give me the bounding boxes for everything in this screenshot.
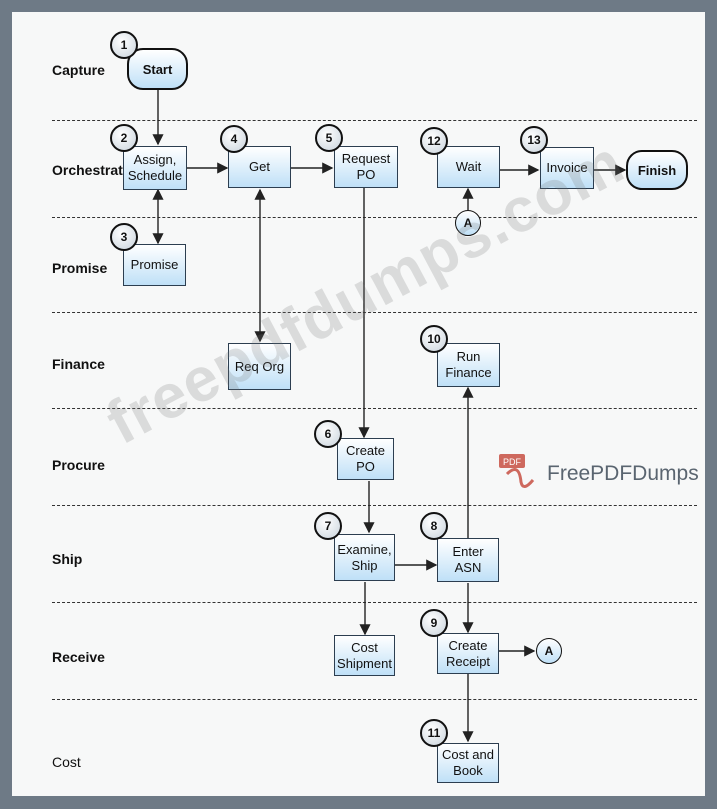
step-badge-8: 8 — [420, 512, 448, 540]
lane-label-procure: Procure — [52, 457, 105, 473]
step-badge-11: 11 — [420, 719, 448, 747]
enter-asn-box: Enter ASN — [437, 538, 499, 582]
examine-ship-box: Examine, Ship — [334, 534, 395, 581]
svg-text:PDF: PDF — [503, 457, 522, 467]
step-badge-3: 3 — [110, 223, 138, 251]
lane-separator — [52, 312, 697, 313]
start-terminator: Start — [127, 48, 188, 90]
lane-label-finance: Finance — [52, 356, 105, 372]
step-badge-10: 10 — [420, 325, 448, 353]
lane-separator — [52, 602, 697, 603]
wait-box: Wait — [437, 146, 500, 188]
lane-label-ship: Ship — [52, 551, 83, 567]
freepdfdumps-logo: PDF FreePDFDumps — [497, 452, 699, 496]
flow-arrows — [152, 90, 627, 743]
pdf-logo-icon: PDF — [499, 454, 535, 488]
lane-separator — [52, 217, 697, 218]
get-box: Get — [228, 146, 291, 188]
step-badge-13: 13 — [520, 126, 548, 154]
create-po-box: Create PO — [337, 438, 394, 480]
create-receipt-box: Create Receipt — [437, 633, 499, 674]
lane-separator — [52, 505, 697, 506]
logo-text: FreePDFDumps — [547, 462, 699, 485]
cost-shipment-box: Cost Shipment — [334, 635, 395, 676]
lane-label-cost: Cost — [52, 754, 81, 770]
lane-separator — [52, 408, 697, 409]
lane-label-capture: Capture — [52, 62, 105, 78]
lane-separator — [52, 699, 697, 700]
step-badge-12: 12 — [420, 127, 448, 155]
invoice-box: Invoice — [540, 147, 594, 189]
lane-label-orchestrate: Orchestrate — [52, 162, 131, 178]
lane-label-promise: Promise — [52, 260, 108, 276]
connector-a-out: A — [536, 638, 562, 664]
assign-schedule-box: Assign, Schedule — [123, 146, 187, 190]
step-badge-2: 2 — [110, 124, 138, 152]
finish-terminator: Finish — [626, 150, 688, 190]
lane-separator — [52, 120, 697, 121]
req-org-box: Req Org — [228, 343, 291, 390]
step-badge-5: 5 — [315, 124, 343, 152]
request-po-box: Request PO — [334, 146, 398, 188]
step-badge-7: 7 — [314, 512, 342, 540]
step-badge-1: 1 — [110, 31, 138, 59]
step-badge-6: 6 — [314, 420, 342, 448]
step-badge-9: 9 — [420, 609, 448, 637]
diagram-canvas: Capture Orchestrate Promise Finance Proc… — [12, 12, 705, 796]
lane-label-receive: Receive — [52, 649, 105, 665]
step-badge-4: 4 — [220, 125, 248, 153]
cost-and-book-box: Cost and Book — [437, 743, 499, 783]
promise-box: Promise — [123, 244, 186, 286]
run-finance-box: Run Finance — [437, 343, 500, 387]
connector-a-in: A — [455, 210, 481, 236]
